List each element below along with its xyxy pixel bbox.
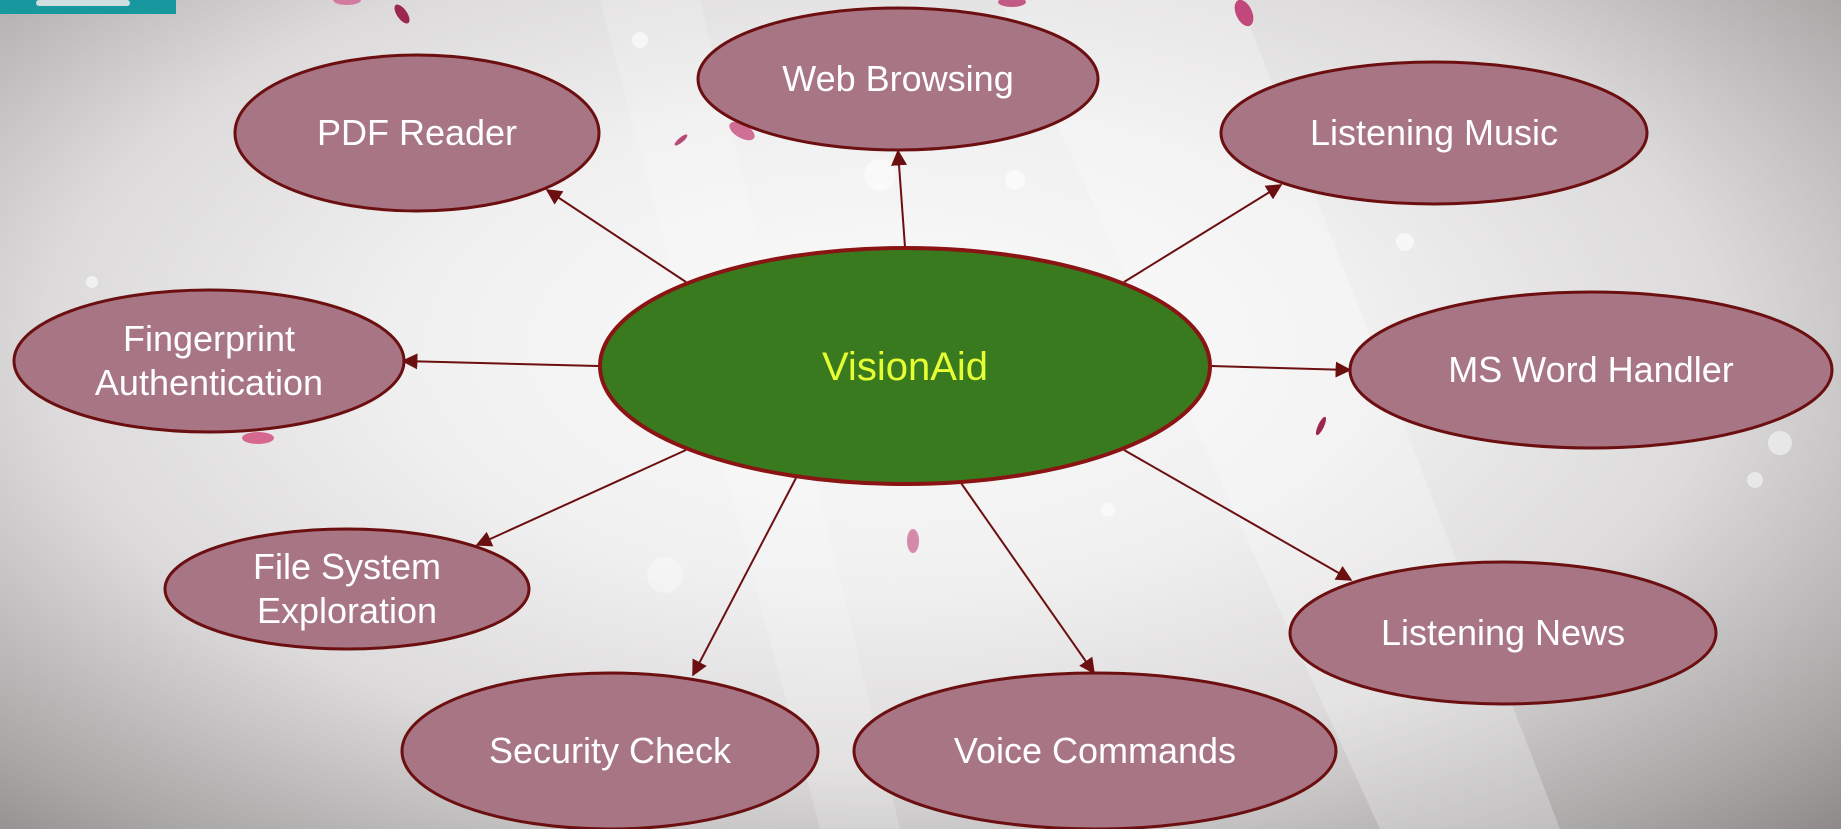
connector-arrow-ms-word-handler bbox=[1210, 361, 1352, 378]
node-voice-commands[interactable]: Voice Commands bbox=[852, 671, 1338, 829]
petal bbox=[394, 4, 410, 24]
petal bbox=[729, 121, 755, 141]
node-label-voice-commands: Voice Commands bbox=[954, 730, 1236, 771]
center-node-label: VisionAid bbox=[822, 345, 988, 389]
petal bbox=[1315, 416, 1327, 436]
node-shape-fingerprint-authentication bbox=[12, 288, 406, 434]
node-ms-word-handler[interactable]: MS Word Handler bbox=[1348, 290, 1834, 450]
petal bbox=[907, 529, 919, 553]
node-shape-listening-music bbox=[1219, 60, 1649, 206]
petal bbox=[242, 432, 274, 444]
petal bbox=[1234, 0, 1254, 27]
connector-arrow-file-system-exploration bbox=[475, 449, 687, 547]
node-shape-security-check bbox=[400, 671, 820, 829]
node-label-listening-news: Listening News bbox=[1381, 612, 1625, 653]
petal bbox=[333, 0, 361, 5]
center-node[interactable]: VisionAid bbox=[598, 246, 1212, 486]
node-shape-file-system-exploration bbox=[163, 527, 531, 651]
node-label-fingerprint-authentication: Authentication bbox=[95, 362, 323, 403]
petal bbox=[998, 0, 1026, 7]
node-shape-pdf-reader bbox=[233, 53, 601, 213]
connector-arrow-listening-music bbox=[1123, 184, 1283, 283]
node-web-browsing[interactable]: Web Browsing bbox=[696, 6, 1100, 152]
node-label-listening-music: Listening Music bbox=[1310, 112, 1558, 153]
node-label-pdf-reader: PDF Reader bbox=[317, 112, 517, 153]
node-shape-listening-news bbox=[1288, 560, 1718, 706]
node-pdf-reader[interactable]: PDF Reader bbox=[233, 53, 601, 213]
node-shape-voice-commands bbox=[852, 671, 1338, 829]
node-label-web-browsing: Web Browsing bbox=[782, 58, 1013, 99]
connector-arrow-web-browsing bbox=[891, 149, 908, 248]
node-listening-music[interactable]: Listening Music bbox=[1219, 60, 1649, 206]
center-node-shape bbox=[598, 246, 1212, 486]
node-shape-web-browsing bbox=[696, 6, 1100, 152]
petal bbox=[674, 134, 688, 146]
node-shape-ms-word-handler bbox=[1348, 290, 1834, 450]
connector-arrow-fingerprint-authentication bbox=[401, 353, 599, 370]
node-label-file-system-exploration: File System bbox=[253, 546, 441, 587]
connector-arrow-security-check bbox=[692, 477, 797, 677]
node-label-file-system-exploration: Exploration bbox=[257, 590, 437, 631]
node-label-fingerprint-authentication: Fingerprint bbox=[123, 318, 295, 359]
node-label-ms-word-handler: MS Word Handler bbox=[1448, 349, 1733, 390]
node-security-check[interactable]: Security Check bbox=[400, 671, 820, 829]
connector-arrow-listening-news bbox=[1123, 449, 1353, 581]
node-listening-news[interactable]: Listening News bbox=[1288, 560, 1718, 706]
node-label-security-check: Security Check bbox=[489, 730, 732, 771]
connector-arrow-voice-commands bbox=[960, 482, 1095, 675]
connector-arrow-pdf-reader bbox=[545, 189, 687, 283]
